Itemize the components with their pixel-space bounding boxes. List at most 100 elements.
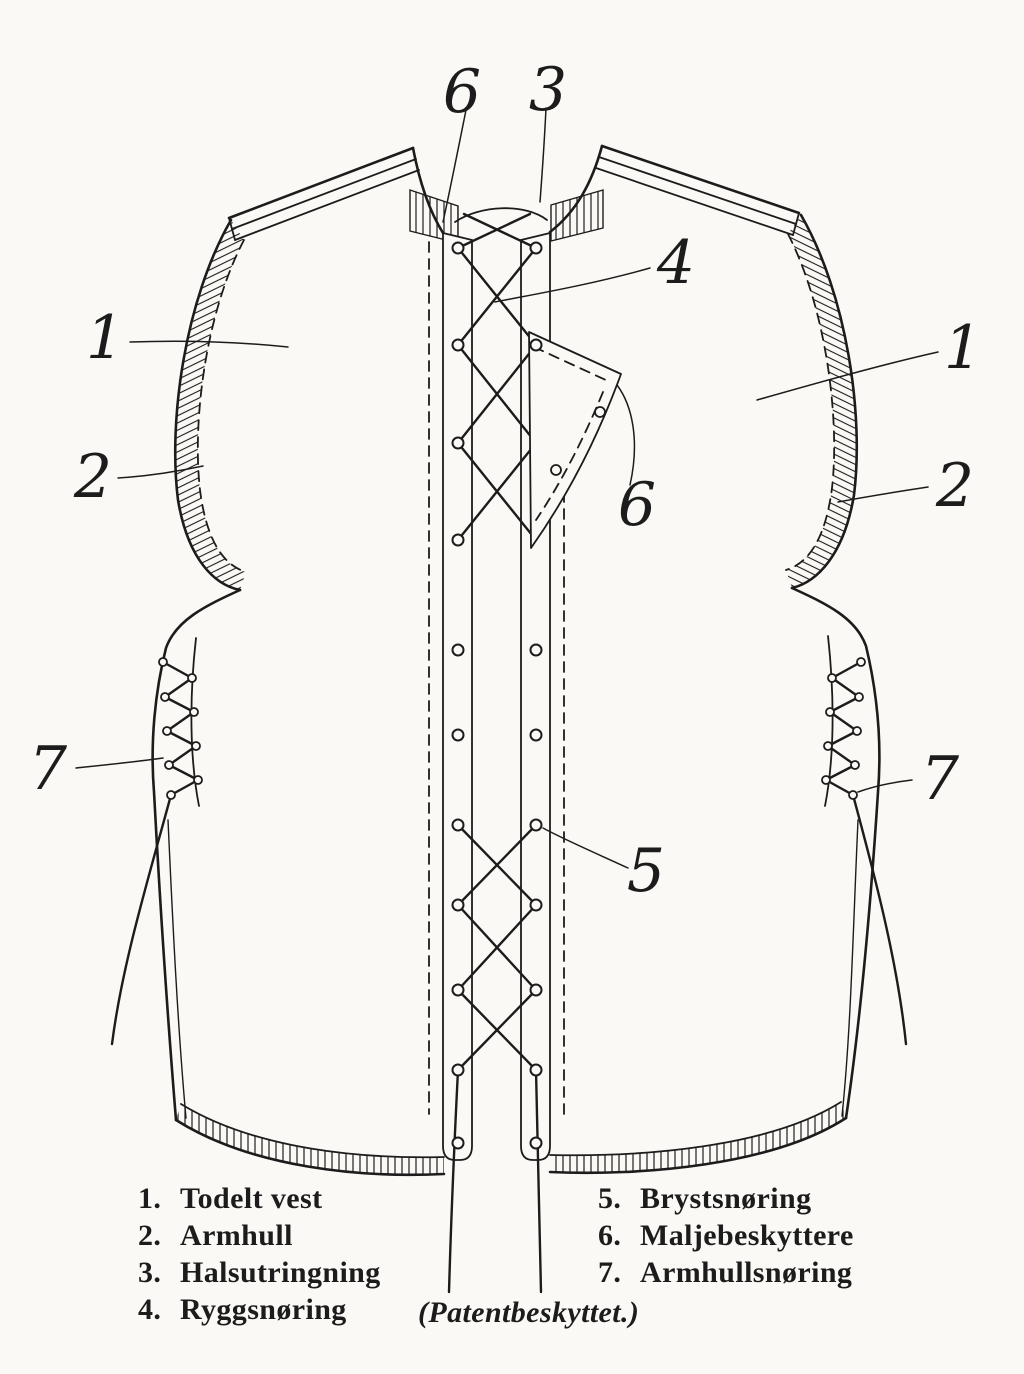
legend-item-3: 3. Halsutringning bbox=[138, 1256, 381, 1290]
hem-right-outer-edge bbox=[548, 1116, 848, 1175]
callout-numbers: 6 3 4 1 1 2 2 6 7 7 5 bbox=[29, 55, 982, 906]
legend-label: Todelt vest bbox=[180, 1182, 323, 1215]
callout-7-right: 7 bbox=[921, 744, 960, 814]
armhole-left-hatching bbox=[175, 220, 246, 590]
left-side-edge bbox=[151, 588, 242, 1122]
lace-cross-1b bbox=[456, 246, 538, 347]
legend-num: 1. bbox=[138, 1182, 162, 1215]
legend-label: Maljebeskyttere bbox=[640, 1219, 854, 1252]
legend-item-6: 6. Maljebeskyttere bbox=[598, 1219, 854, 1253]
callout-5: 5 bbox=[627, 836, 665, 906]
right-side-inner-line bbox=[824, 635, 834, 807]
right-strip-top-edge bbox=[520, 232, 551, 241]
armhole-left-seam-dashed bbox=[196, 239, 247, 573]
legend-num: 3. bbox=[138, 1256, 162, 1289]
callout-4: 4 bbox=[656, 228, 695, 298]
left-side-inner-line bbox=[190, 637, 200, 807]
right-strap-end bbox=[792, 212, 800, 236]
callout-2-left: 2 bbox=[73, 442, 112, 512]
legend-num: 4. bbox=[138, 1293, 162, 1326]
hem-left-band-ticks bbox=[176, 1104, 444, 1175]
patent-note: (Patentbeskyttet.) bbox=[418, 1296, 640, 1329]
leader-5 bbox=[542, 827, 629, 869]
back-lacing bbox=[456, 212, 538, 542]
back-neck-curve bbox=[454, 207, 548, 223]
legend-item-2: 2. Armhull bbox=[138, 1219, 293, 1253]
right-strap-line-3 bbox=[595, 167, 794, 236]
legend-label: Armhullsnøring bbox=[640, 1256, 853, 1289]
right-lower-side-inner-line bbox=[841, 819, 859, 1117]
left-strap-line-3 bbox=[234, 169, 420, 241]
left-strap-end bbox=[228, 217, 236, 241]
flap-eyelet bbox=[550, 464, 562, 476]
eyelet-protector-flap bbox=[528, 331, 622, 549]
side-lace-tail-right bbox=[851, 793, 908, 1046]
flap-outline bbox=[528, 331, 622, 549]
legend-item-1: 1. Todelt vest bbox=[138, 1182, 322, 1216]
leader-2-right bbox=[837, 486, 929, 503]
callout-3-top: 3 bbox=[529, 55, 567, 125]
callout-2-right: 2 bbox=[935, 451, 974, 521]
side-lacing-left bbox=[110, 657, 203, 1046]
chest-lacing bbox=[447, 823, 543, 1294]
hem-left-outer-edge bbox=[174, 1118, 446, 1177]
right-strap-line-1 bbox=[600, 144, 801, 215]
right-strap-line-2 bbox=[598, 156, 797, 225]
leader-lines bbox=[75, 107, 939, 869]
legend-label: Halsutringning bbox=[180, 1256, 381, 1289]
lace-tail-right bbox=[534, 1068, 543, 1294]
eyelet-protector-right-hatch bbox=[550, 189, 604, 242]
lace-cross-6b bbox=[456, 988, 538, 1072]
legend-num: 7. bbox=[598, 1256, 622, 1289]
leader-7-right bbox=[857, 779, 913, 793]
lace-tail-left bbox=[447, 1068, 460, 1294]
leader-4 bbox=[494, 267, 651, 303]
leader-6-top bbox=[442, 109, 467, 223]
leader-7-left bbox=[75, 757, 164, 769]
leader-2-left bbox=[117, 465, 204, 479]
left-strap-line-2 bbox=[231, 158, 417, 230]
flap-fold-dashed-1 bbox=[533, 346, 609, 382]
neckline bbox=[409, 144, 604, 244]
lace-top-stub-1 bbox=[456, 212, 532, 250]
callout-1-left: 1 bbox=[86, 303, 124, 373]
hem-right-inner-edge bbox=[549, 1101, 842, 1157]
lace-top-stub-2 bbox=[462, 212, 538, 250]
left-strap-line-1 bbox=[227, 146, 415, 220]
left-strip-top-edge bbox=[442, 232, 473, 241]
armhole-right-hatching bbox=[786, 215, 857, 588]
lace-cross-5b bbox=[456, 903, 538, 992]
legend-item-7: 7. Armhullsnøring bbox=[598, 1256, 852, 1290]
side-lace-tail-left bbox=[110, 793, 173, 1046]
right-front-panel bbox=[548, 213, 881, 1175]
flap-eyelet bbox=[594, 406, 606, 418]
armhole-right-seam-dashed bbox=[785, 233, 836, 571]
legend-label: Armhull bbox=[180, 1219, 293, 1252]
leader-1-left bbox=[129, 340, 289, 348]
callout-6-top: 6 bbox=[443, 57, 481, 127]
legend-num: 6. bbox=[598, 1219, 622, 1252]
shoulder-straps bbox=[227, 144, 801, 241]
legend-label: Brystsnøring bbox=[640, 1182, 812, 1215]
left-strip-outline bbox=[442, 232, 473, 1161]
armhole-right-edge bbox=[790, 213, 859, 590]
lace-cross-3b bbox=[456, 441, 538, 542]
legend-label: Ryggsnøring bbox=[180, 1293, 347, 1326]
callout-6-flap: 6 bbox=[618, 470, 656, 540]
leader-1-right bbox=[756, 351, 939, 401]
side-lacing-right bbox=[821, 657, 908, 1046]
lace-cross-2b bbox=[456, 343, 538, 445]
leader-6-flap bbox=[616, 384, 636, 486]
legend-num: 2. bbox=[138, 1219, 162, 1252]
legend-item-4: 4. Ryggsnøring bbox=[138, 1293, 347, 1327]
leader-3-top bbox=[539, 107, 547, 203]
lace-cross-4b bbox=[456, 823, 538, 907]
left-lower-side-inner-line bbox=[167, 819, 187, 1119]
right-side-edge bbox=[790, 586, 881, 1120]
legend-item-5: 5. Brystsnøring bbox=[598, 1182, 812, 1216]
front-eyelets bbox=[451, 241, 543, 1150]
hem-left-inner-edge bbox=[180, 1103, 445, 1159]
legend-num: 5. bbox=[598, 1182, 622, 1215]
